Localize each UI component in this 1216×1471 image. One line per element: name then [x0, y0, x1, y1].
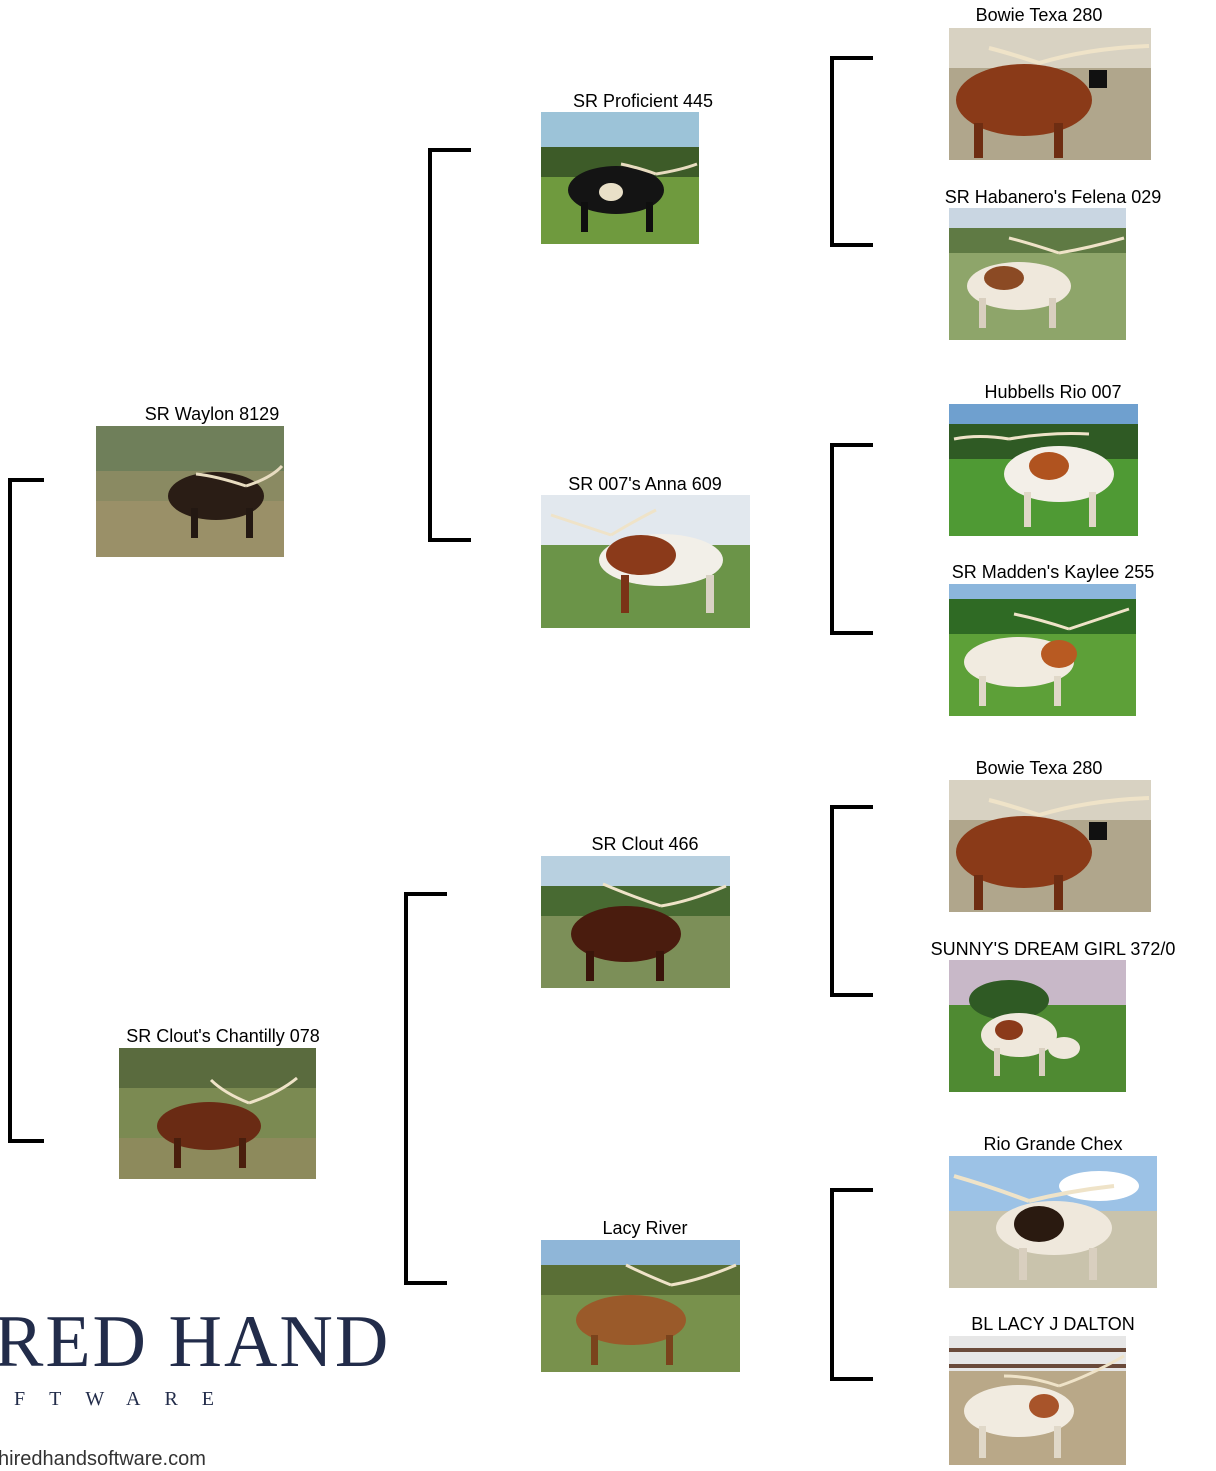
animal-name-g4: SR Madden's Kaylee 255 — [951, 562, 1155, 582]
animal-name-g3: Hubbells Rio 007 — [984, 382, 1122, 402]
animal-photo-sire-sire[interactable] — [541, 112, 699, 244]
logo-wordmark: RED HAND — [0, 1301, 391, 1383]
animal-photo-g2[interactable] — [949, 208, 1126, 340]
animal-photo-g1[interactable] — [949, 28, 1151, 160]
bracket-g1 — [830, 56, 873, 247]
animal-name-g7: Rio Grande Chex — [983, 1134, 1123, 1154]
animal-name-g6: SUNNY'S DREAM GIRL 372/0 — [930, 939, 1176, 959]
animal-name-g2: SR Habanero's Felena 029 — [944, 187, 1162, 207]
bracket-dam — [404, 892, 447, 1285]
bracket-g4 — [830, 1188, 873, 1381]
animal-name-sire-sire: SR Proficient 445 — [572, 91, 714, 111]
animal-name-g8: BL LACY J DALTON — [971, 1314, 1135, 1334]
animal-photo-g8[interactable] — [949, 1336, 1126, 1465]
animal-photo-g3[interactable] — [949, 404, 1138, 536]
animal-photo-dam-sire[interactable] — [541, 856, 730, 988]
animal-name-dam-dam: Lacy River — [602, 1218, 688, 1238]
animal-photo-g7[interactable] — [949, 1156, 1157, 1288]
animal-photo-g5[interactable] — [949, 780, 1151, 912]
animal-photo-subject-sire[interactable] — [96, 426, 284, 557]
animal-name-subject-sire: SR Waylon 8129 — [144, 404, 280, 424]
bracket-root — [8, 478, 44, 1143]
animal-name-g1: Bowie Texa 280 — [975, 5, 1103, 25]
animal-name-subject-dam: SR Clout's Chantilly 078 — [126, 1026, 320, 1046]
bracket-sire — [428, 148, 471, 542]
animal-photo-sire-dam[interactable] — [541, 495, 750, 628]
animal-name-g5: Bowie Texa 280 — [975, 758, 1103, 778]
logo-subtitle: FTWARE — [14, 1388, 238, 1410]
bracket-g3 — [830, 805, 873, 997]
animal-name-sire-dam: SR 007's Anna 609 — [568, 474, 722, 494]
animal-photo-g6[interactable] — [949, 960, 1126, 1092]
animal-photo-subject-dam[interactable] — [119, 1048, 316, 1179]
bracket-g2 — [830, 443, 873, 635]
animal-photo-dam-dam[interactable] — [541, 1240, 740, 1372]
animal-photo-g4[interactable] — [949, 584, 1136, 716]
animal-name-dam-sire: SR Clout 466 — [591, 834, 699, 854]
logo-url[interactable]: hiredhandsoftware.com — [0, 1448, 206, 1470]
